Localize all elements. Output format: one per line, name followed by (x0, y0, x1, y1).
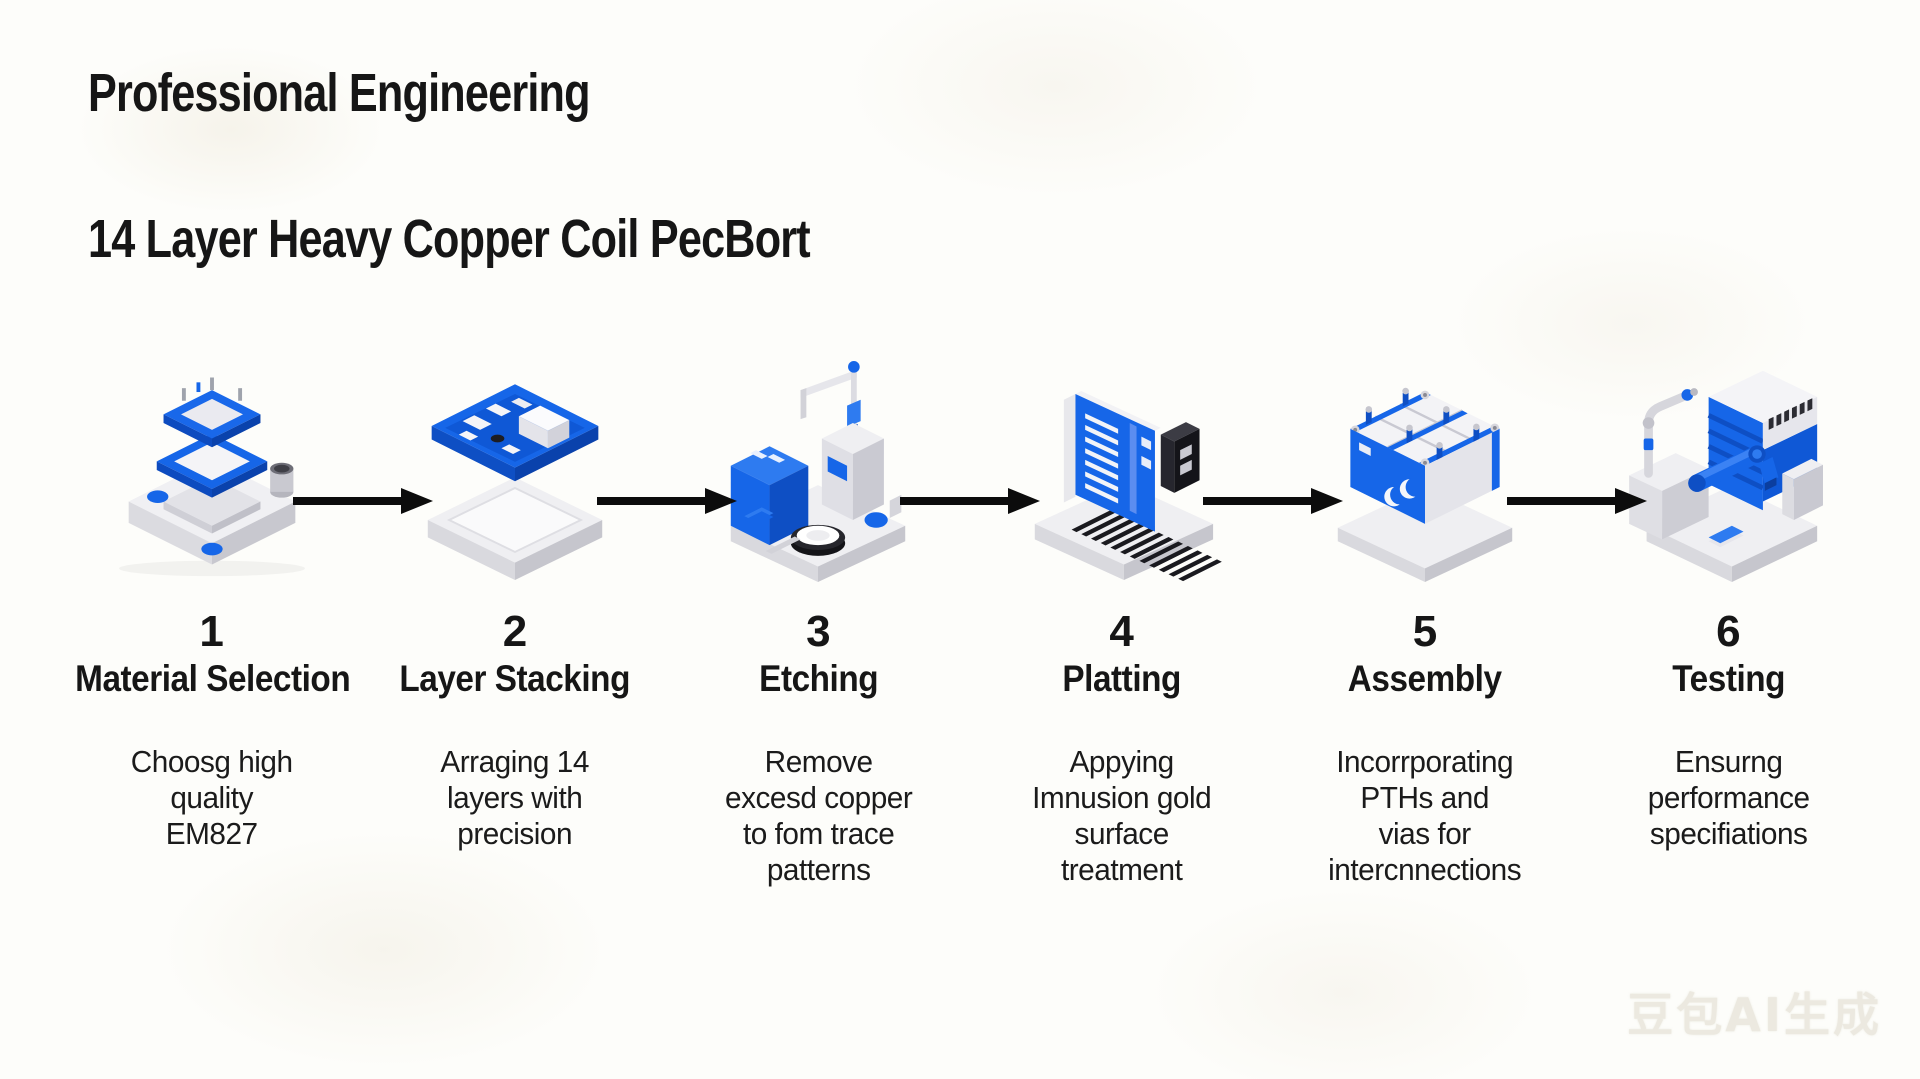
step-5-icon-box (1309, 330, 1541, 582)
arrow-line (1203, 497, 1313, 505)
step-name: Etching (758, 658, 878, 699)
step-number: 5 (1412, 607, 1438, 656)
arrow-line (597, 497, 707, 505)
step-2-icon-box (399, 330, 631, 582)
testing-machine-isometric-icon (1629, 370, 1824, 582)
flow-arrow-3 (900, 488, 1040, 514)
step-column-4: 4 Platting Appying Imnusion gold surface… (970, 330, 1273, 888)
step-description: Arraging 14 layers with precision (440, 744, 590, 851)
page-subtitle: 14 Layer Heavy Copper Coil PecBort (88, 209, 811, 269)
arrow-head-icon (705, 488, 737, 514)
arrow-line (293, 497, 403, 505)
process-steps-row: 1 Material Selection Choosg high quality… (60, 330, 1880, 888)
step-4-icon-box (1006, 330, 1238, 582)
assembly-machine-isometric-icon (1337, 387, 1513, 582)
step-1-icon-box (96, 330, 328, 582)
etching-machine-isometric-icon (731, 361, 906, 582)
arrow-head-icon (1008, 488, 1040, 514)
flow-arrow-1 (293, 488, 433, 514)
pcb-board-isometric-icon (427, 384, 603, 581)
flow-arrow-2 (597, 488, 737, 514)
step-column-6: 6 Testing Ensurng performance specifiati… (1577, 330, 1880, 888)
step-number: 3 (806, 607, 831, 656)
step-column-5: 5 Assembly Incorrporating PTHs and vias … (1273, 330, 1576, 888)
step-number: 6 (1716, 607, 1741, 656)
step-name: Material Selection (75, 658, 351, 699)
plating-machine-isometric-icon (1034, 391, 1222, 582)
step-description: Ensurng performance specifiations (1647, 744, 1810, 851)
flow-arrow-5 (1507, 488, 1647, 514)
step-name: Platting (1062, 658, 1181, 699)
step-name: Layer Stacking (399, 658, 631, 699)
step-description: Incorrporating PTHs and vias for intercn… (1328, 744, 1522, 887)
step-number: 1 (199, 607, 224, 656)
step-number: 2 (502, 607, 528, 656)
arrow-line (900, 497, 1010, 505)
step-description: Choosg high quality EM827 (130, 744, 293, 851)
arrow-head-icon (1615, 488, 1647, 514)
step-description: Appying Imnusion gold surface treatment (1032, 744, 1212, 887)
ai-watermark: 豆包AI生成 (1627, 988, 1882, 1042)
step-6-icon-box (1612, 330, 1844, 582)
page-title: Professional Engineering (88, 63, 591, 123)
step-description: Remove excesd copper to fom trace patter… (724, 744, 913, 887)
step-name: Assembly (1348, 658, 1502, 699)
arrow-head-icon (1311, 488, 1343, 514)
step-column-3: 3 Etching Remove excesd copper to fom tr… (667, 330, 970, 888)
arrow-line (1507, 497, 1617, 505)
flow-arrow-4 (1203, 488, 1343, 514)
step-number: 4 (1109, 607, 1134, 656)
material-layers-isometric-icon (118, 377, 305, 577)
arrow-head-icon (401, 488, 433, 514)
step-column-2: 2 Layer Stacking Arraging 14 layers with… (363, 330, 666, 888)
step-column-1: 1 Material Selection Choosg high quality… (60, 330, 363, 888)
step-name: Testing (1671, 658, 1785, 699)
step-3-icon-box (702, 330, 934, 582)
